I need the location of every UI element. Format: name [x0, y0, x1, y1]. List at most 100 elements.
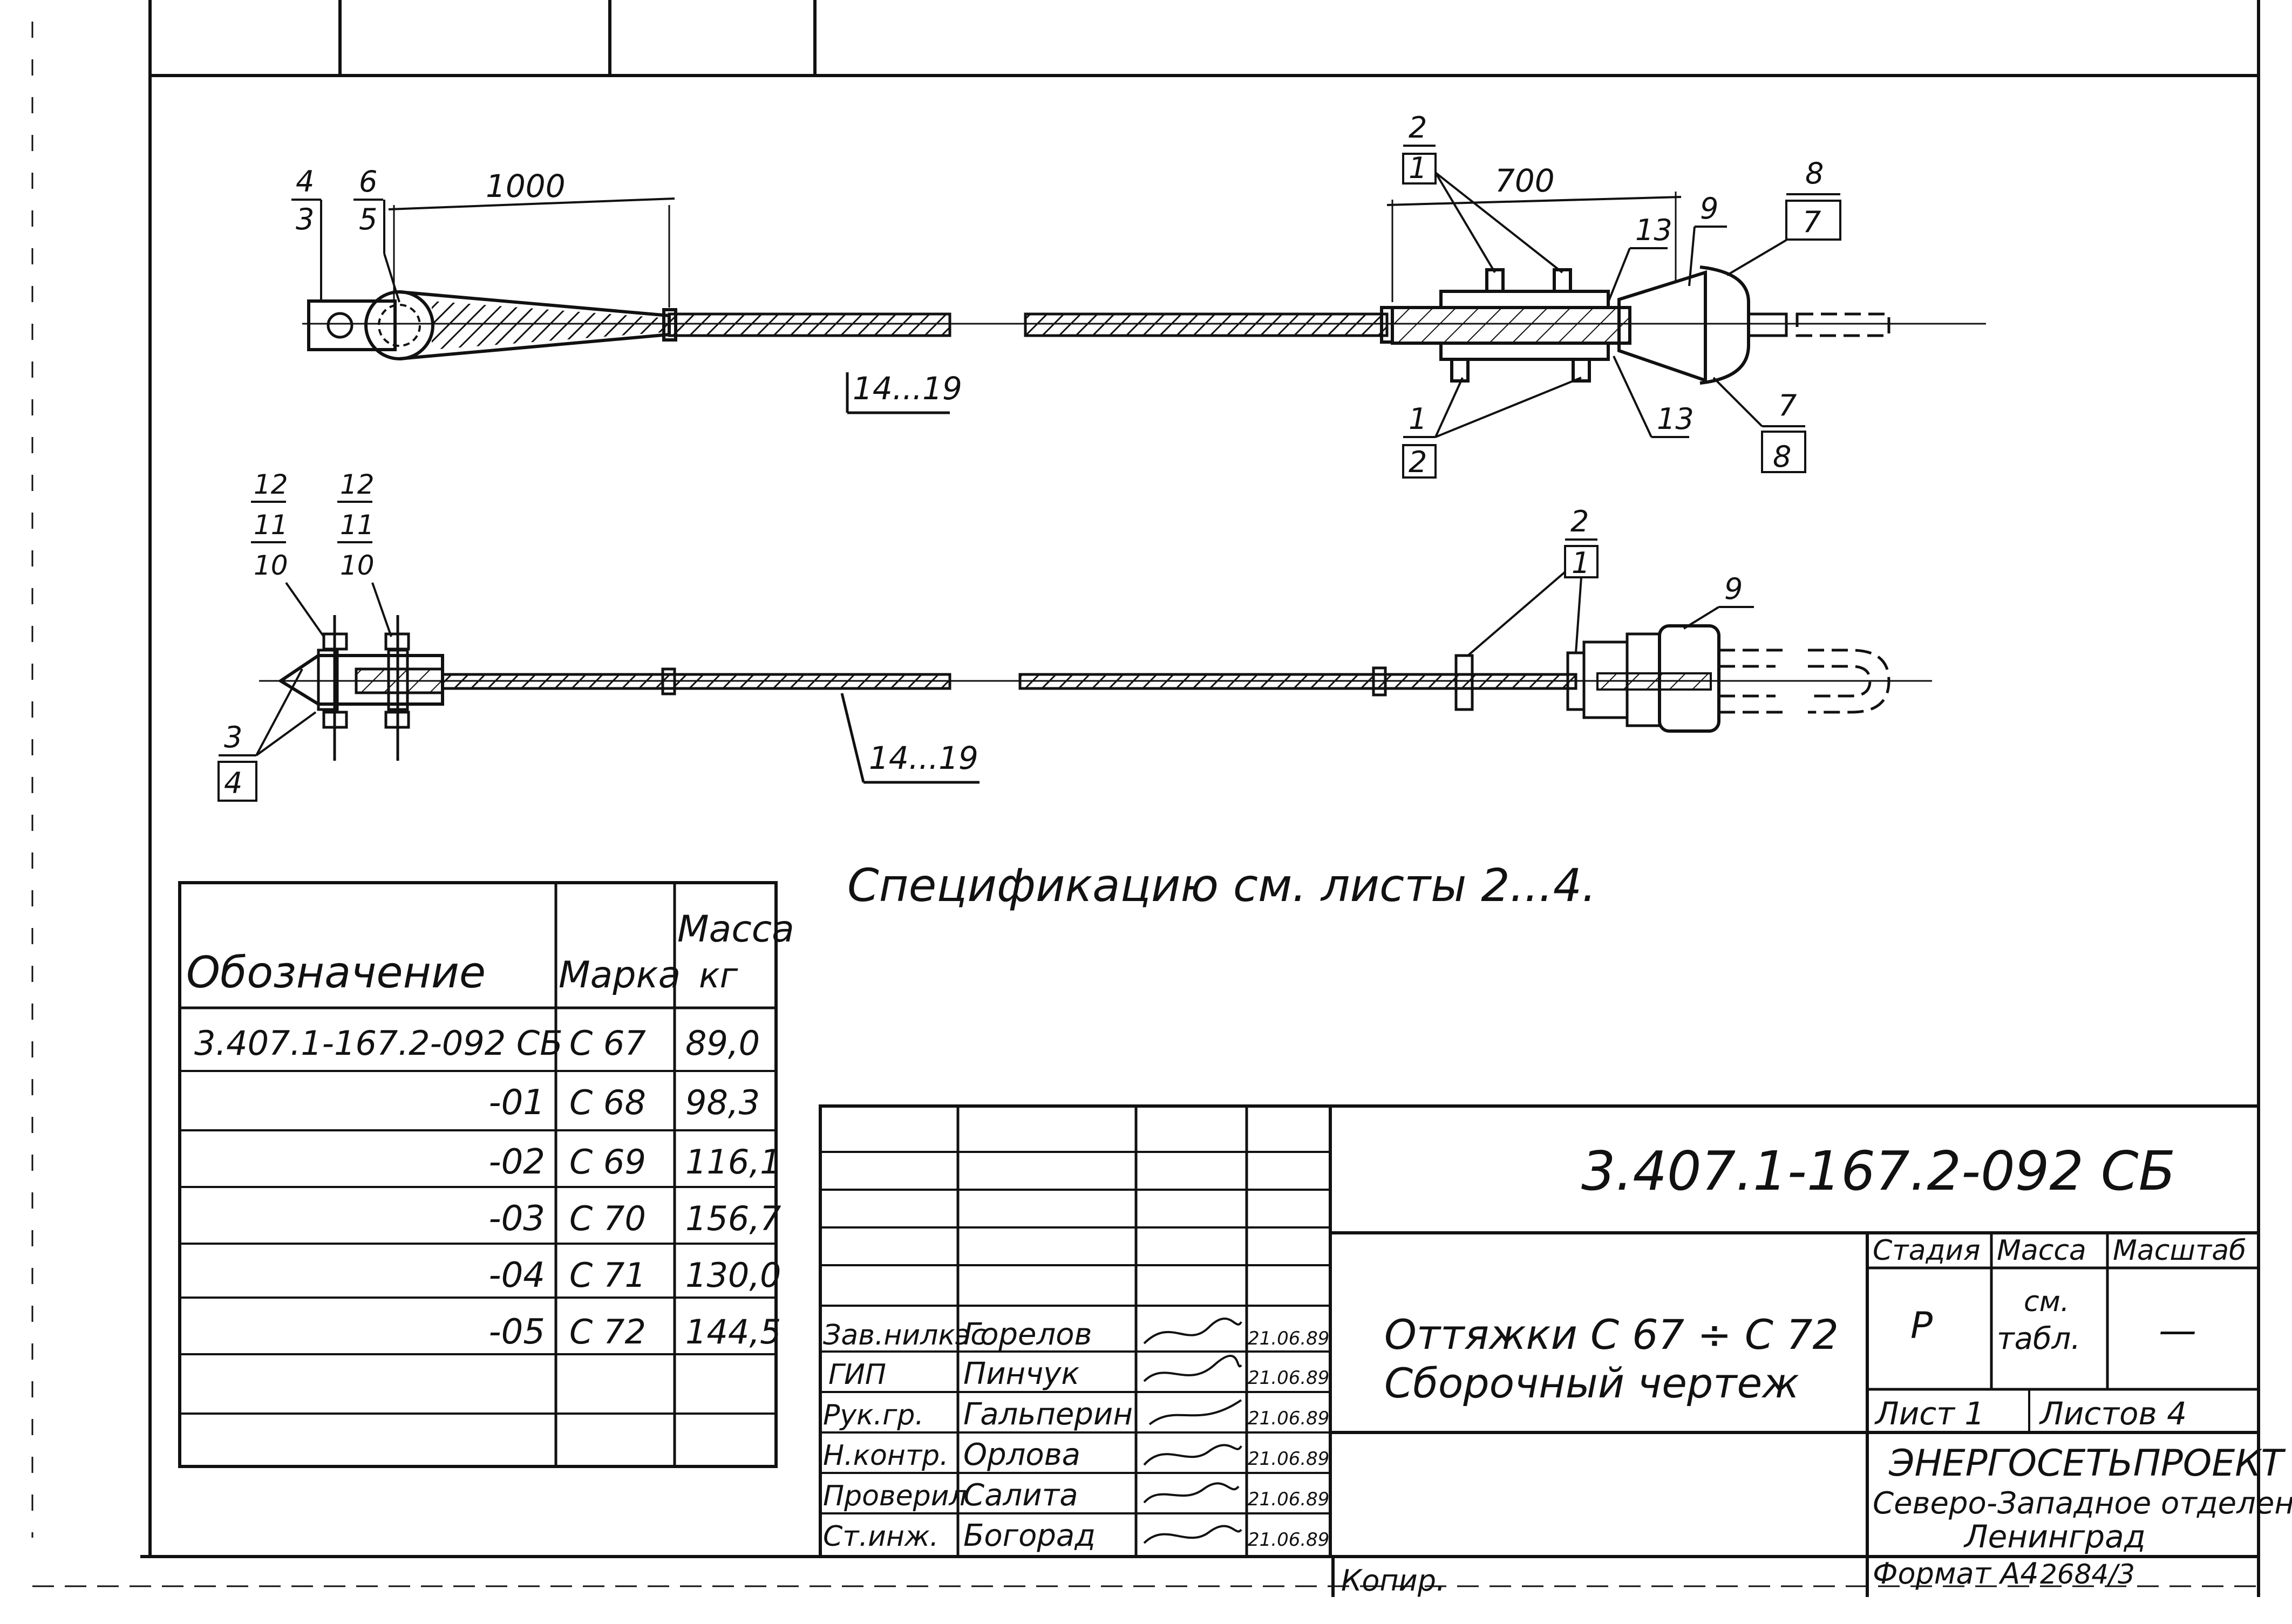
mass-row-mass: 98,3 [685, 1083, 760, 1122]
mass-header: Масса [1997, 1234, 2086, 1267]
top-left-eye-fitting [307, 290, 671, 360]
signer-row: Н.контр. Орлова 21.06.89 [823, 1437, 1329, 1472]
callout-top-9: 9 [1688, 192, 1727, 286]
mass-row-mark: С 72 [569, 1312, 646, 1352]
mass-row-mass: 156,7 [685, 1199, 781, 1238]
callout-top-1-2: 1 2 [1402, 377, 1582, 479]
mass-row-mark: С 71 [569, 1255, 646, 1295]
mass-row-designation: 3.407.1-167.2-092 СБ [194, 1023, 563, 1063]
svg-text:3: 3 [224, 720, 242, 754]
svg-text:21.06.89: 21.06.89 [1248, 1529, 1329, 1551]
organization-department: Северо-Западное отделение [1873, 1486, 2292, 1521]
mass-table-header-mass: Масса [677, 908, 794, 951]
stage-value: Р [1910, 1305, 1933, 1347]
mass-row-designation: -03 [488, 1199, 545, 1239]
mass-row-mark: С 70 [569, 1199, 646, 1238]
svg-text:9: 9 [1724, 572, 1743, 606]
scale-value: — [2159, 1308, 2196, 1353]
svg-text:3: 3 [296, 202, 314, 236]
signer-row: Рук.гр. Гальперин 21.06.89 [823, 1397, 1329, 1432]
callout-top-13b: 13 [1613, 356, 1694, 438]
callout-bottom-3-4: 3 4 [217, 668, 317, 802]
archive-number: 2684/3 [2040, 1559, 2135, 1590]
top-rope-left [668, 312, 951, 337]
drawing-title-line2: Сборочный чертеж [1384, 1359, 1799, 1407]
svg-text:6: 6 [359, 165, 377, 199]
bottom-rope-left [441, 673, 951, 690]
svg-text:11: 11 [340, 509, 375, 541]
mass-row-mark: С 68 [569, 1083, 646, 1122]
organization-name: ЭНЕРГОСЕТЬПРОЕКТ [1888, 1442, 2286, 1485]
svg-text:Н.контр.: Н.контр. [823, 1439, 949, 1472]
svg-text:5: 5 [359, 202, 377, 236]
svg-text:Салита: Салита [963, 1478, 1078, 1513]
svg-text:4: 4 [296, 165, 314, 199]
sheet-format: Формат А4 [1873, 1557, 2039, 1591]
callout-bottom-rope: 14...19 [840, 693, 980, 784]
svg-text:9: 9 [1700, 192, 1718, 226]
svg-text:10: 10 [254, 550, 288, 581]
svg-text:13: 13 [1635, 213, 1672, 247]
signer-row: Проверил Салита 21.06.89 [823, 1478, 1329, 1513]
callout-6-5: 6 5 [353, 165, 400, 303]
signer-row: Ст.инж. Богорад 21.06.89 [823, 1518, 1329, 1553]
svg-text:ГИП: ГИП [828, 1359, 886, 1391]
svg-text:4: 4 [224, 766, 242, 800]
mass-table: Обозначение Марка Масса кг 3.407.1-167.2… [178, 881, 794, 1468]
top-rope-right [1024, 312, 1389, 337]
svg-text:Гальперин: Гальперин [963, 1397, 1133, 1432]
bottom-left-bolted-fitting [277, 615, 444, 761]
svg-text:11: 11 [254, 509, 288, 541]
dimension-700: 700 [1386, 162, 1682, 302]
title-block: 3.407.1-167.2-092 СБ Оттяжки С 67 ÷ С 72… [819, 1104, 2292, 1598]
svg-text:Горелов: Горелов [963, 1317, 1092, 1352]
mass-row-mass: 144,5 [685, 1312, 781, 1352]
svg-text:Рук.гр.: Рук.гр. [823, 1399, 924, 1431]
signer-row: Зав.нилкэс Горелов 21.06.89 [823, 1317, 1329, 1352]
svg-text:Проверил: Проверил [823, 1480, 967, 1512]
dimension-1000: 1000 [388, 168, 675, 308]
svg-text:7: 7 [1778, 388, 1797, 422]
sheet-count: Листов 4 [2039, 1395, 2187, 1432]
callout-top-7-8: 7 8 [1712, 377, 1806, 474]
callout-top-13a: 13 [1607, 213, 1672, 303]
dim-1000-text: 1000 [486, 168, 566, 204]
mass-row-designation: -02 [488, 1142, 545, 1182]
svg-text:13: 13 [1657, 402, 1694, 436]
svg-text:1: 1 [1409, 402, 1427, 436]
mass-row-designation: -01 [488, 1083, 545, 1123]
callout-top-8-7: 8 7 [1726, 156, 1841, 276]
svg-text:21.06.89: 21.06.89 [1248, 1489, 1329, 1510]
callout-4-3: 4 3 [291, 165, 322, 301]
svg-text:14...19: 14...19 [853, 370, 962, 407]
bottom-right-clamp [1454, 624, 1890, 733]
mass-value-2: табл. [1997, 1321, 2080, 1356]
svg-text:2: 2 [1409, 445, 1427, 479]
svg-text:1: 1 [1409, 151, 1427, 185]
specification-note: Спецификацию см. листы 2...4. [847, 859, 1596, 912]
copied-by: Копир. [1341, 1564, 1445, 1598]
svg-text:14...19: 14...19 [869, 740, 978, 776]
mass-row-mass: 116,1 [685, 1142, 781, 1182]
svg-text:8: 8 [1773, 440, 1791, 474]
svg-text:7: 7 [1803, 205, 1821, 239]
svg-text:21.06.89: 21.06.89 [1248, 1328, 1329, 1349]
mass-row-designation: -05 [488, 1312, 545, 1352]
callout-bottom-12-11-10-a: 12 11 10 [251, 469, 325, 638]
signer-row: ГИП Пинчук 21.06.89 [828, 1355, 1329, 1391]
callout-bottom-9: 9 [1683, 572, 1754, 630]
mass-table-header-unit: кг [699, 956, 738, 996]
callout-bottom-2-1: 2 1 [1467, 504, 1599, 657]
stage-header: Стадия [1873, 1234, 1981, 1267]
organization-city: Ленинград [1963, 1518, 2146, 1555]
mass-row-designation: -04 [488, 1255, 545, 1295]
bottom-rope-right [1018, 673, 1577, 690]
mass-row-mass: 130,0 [685, 1255, 781, 1295]
svg-text:10: 10 [340, 550, 375, 581]
svg-text:21.06.89: 21.06.89 [1248, 1448, 1329, 1470]
document-code: 3.407.1-167.2-092 СБ [1581, 1139, 2175, 1203]
svg-text:Ст.инж.: Ст.инж. [823, 1520, 938, 1553]
dim-700-text: 700 [1495, 162, 1555, 199]
svg-text:Богорад: Богорад [963, 1518, 1096, 1553]
